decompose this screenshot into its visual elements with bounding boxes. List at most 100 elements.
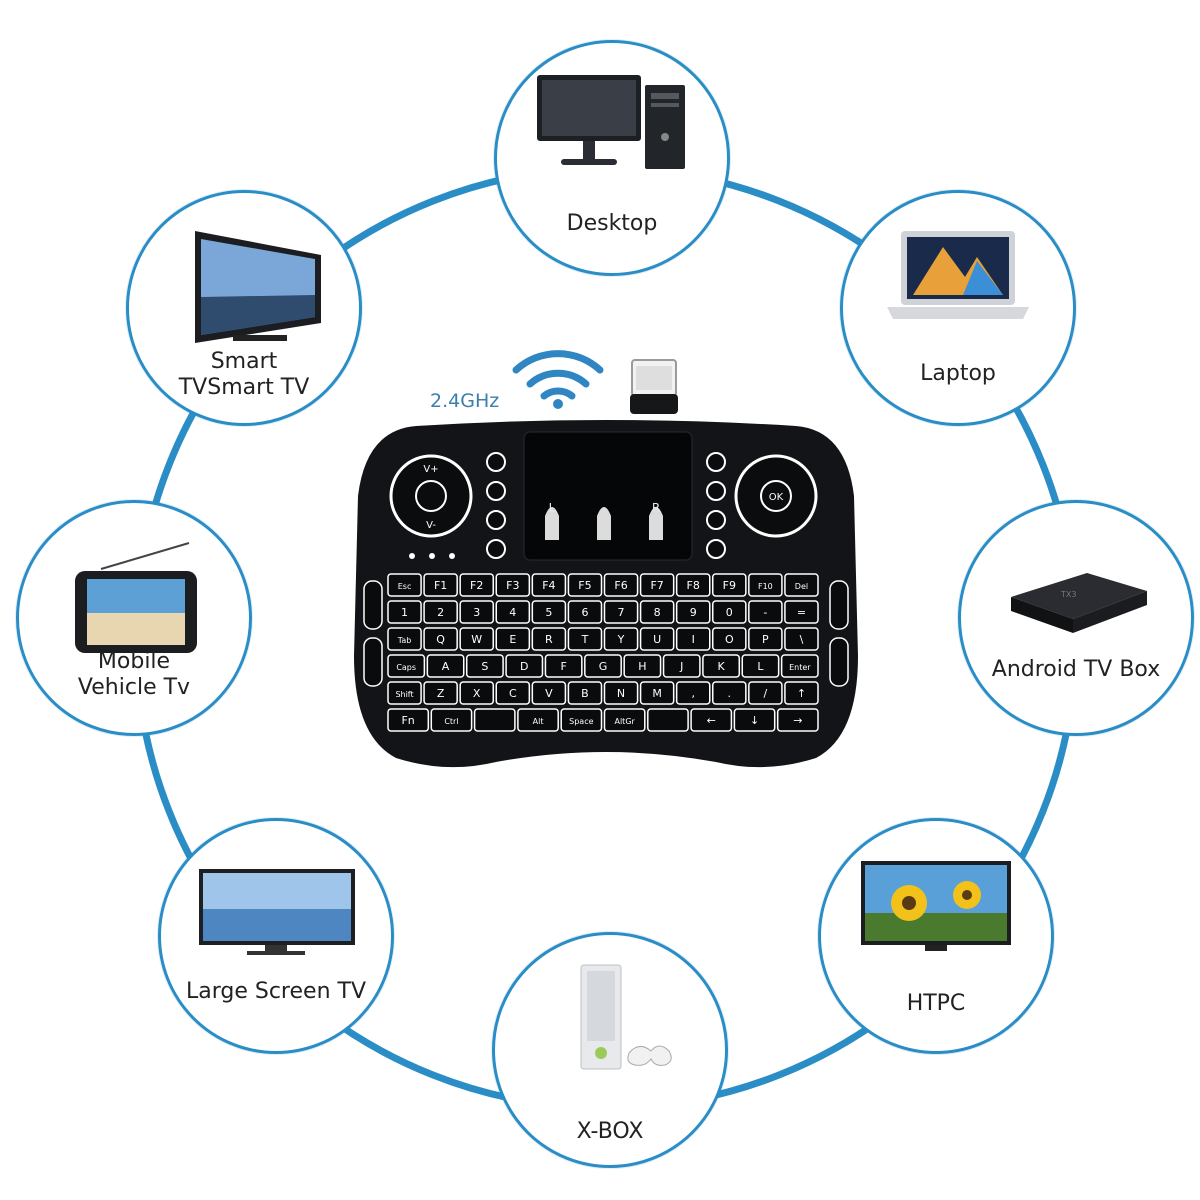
keyboard-key-label: Space xyxy=(569,717,593,726)
media-button xyxy=(706,539,726,559)
smart-tv-icon xyxy=(195,231,321,343)
keyboard-key-label: U xyxy=(653,633,661,646)
media-button xyxy=(486,481,506,501)
keyboard-key-label: M xyxy=(652,687,662,700)
keyboard-key-label: 8 xyxy=(654,606,661,619)
frequency-label: 2.4GHz xyxy=(430,390,500,412)
wifi-icon xyxy=(512,350,604,409)
keyboard-key xyxy=(748,681,783,705)
keyboard-key-label: ↓ xyxy=(750,714,759,727)
keyboard-key-label: Fn xyxy=(401,714,414,727)
keyboard-key xyxy=(517,708,559,732)
keyboard-key xyxy=(387,708,430,732)
media-button xyxy=(486,539,506,559)
keyboard-key xyxy=(712,600,747,624)
volume-label: V- xyxy=(426,520,436,531)
device-mobile-vehicle-tv: Mobile Vehicle Tv xyxy=(16,500,252,736)
keyboard-key xyxy=(423,600,458,624)
keyboard-key xyxy=(459,600,494,624)
keyboard-key xyxy=(567,627,603,651)
device-android-tv-box: TX3 Android TV Box xyxy=(958,500,1194,736)
touchpad-button-label: R xyxy=(652,501,660,515)
left-dpad-center xyxy=(415,480,447,512)
keyboard-key-label: A xyxy=(442,660,450,673)
touchpad xyxy=(523,431,693,561)
keyboard-key-label: ↑ xyxy=(797,687,806,700)
keyboard-key-label: B xyxy=(581,687,589,700)
media-button xyxy=(706,481,726,501)
keyboard-key-label: 2 xyxy=(437,606,444,619)
touch-finger-icon xyxy=(649,507,663,540)
keyboard-key xyxy=(639,681,675,705)
page-down-side-button xyxy=(829,637,849,687)
keyboard-key-label: F6 xyxy=(614,579,627,592)
keyboard-key xyxy=(662,654,701,678)
status-led xyxy=(409,553,415,559)
keyboard-key-label: S xyxy=(481,660,488,673)
keyboard-key xyxy=(733,708,776,732)
keyboard-key xyxy=(531,600,567,624)
keyboard-key-label: W xyxy=(471,633,482,646)
keyboard-key-label: Q xyxy=(436,633,445,646)
keyboard-key-label: C xyxy=(509,687,517,700)
device-xbox-label: X-BOX xyxy=(576,1119,644,1144)
android-tv-box-icon: TX3 xyxy=(1011,573,1147,633)
keyboard-key-label: = xyxy=(797,606,806,619)
keyboard-key xyxy=(603,681,639,705)
keyboard-key-label: \ xyxy=(800,633,804,646)
keyboard-key-label: 4 xyxy=(509,606,516,619)
keyboard-key-label: . xyxy=(728,687,732,700)
keyboard-key xyxy=(495,600,531,624)
keyboard-key-label: I xyxy=(692,633,695,646)
keyboard-key xyxy=(560,708,603,732)
right-dpad-center xyxy=(760,480,792,512)
keyboard-key xyxy=(603,627,639,651)
xbox-console-icon xyxy=(580,964,672,1070)
keyboard-key xyxy=(423,573,458,597)
keyboard-key xyxy=(675,600,711,624)
keyboard-key-label: ← xyxy=(707,714,716,727)
right-mouse-side-button xyxy=(363,637,383,687)
keyboard-key xyxy=(784,600,819,624)
keyboard-key-label: F xyxy=(560,660,566,673)
keyboard-key xyxy=(639,600,675,624)
keyboard-key xyxy=(603,573,639,597)
keyboard-key xyxy=(603,600,639,624)
keyboard-key xyxy=(623,654,662,678)
keyboard-key xyxy=(639,573,675,597)
keyboard-key-label: F9 xyxy=(723,579,736,592)
keyboard-key-label: F3 xyxy=(506,579,519,592)
keyboard-key xyxy=(459,681,494,705)
keyboard-key xyxy=(748,627,783,651)
keyboard-key xyxy=(505,654,544,678)
device-xbox: X-BOX xyxy=(492,932,728,1168)
keyboard-key xyxy=(675,681,711,705)
device-htpc: HTPC xyxy=(818,818,1054,1054)
keyboard-key-label: Enter xyxy=(789,663,811,672)
keyboard-key-label: G xyxy=(599,660,608,673)
keyboard-key-label: T xyxy=(581,633,589,646)
keyboard-key-label: Y xyxy=(617,633,625,646)
keyboard-key-label: H xyxy=(638,660,646,673)
keyboard-key xyxy=(784,681,819,705)
keyboard-key-label: N xyxy=(617,687,625,700)
keyboard-key-label: 6 xyxy=(581,606,588,619)
keyboard-key xyxy=(531,573,567,597)
keyboard-key xyxy=(426,654,465,678)
keyboard-key xyxy=(459,627,494,651)
device-smart-tv-label: Smart TVSmart TV xyxy=(178,349,310,400)
device-large-screen-tv-label: Large Screen TV xyxy=(185,979,366,1004)
keyboard-key xyxy=(495,627,531,651)
keyboard-key-label: - xyxy=(763,606,767,619)
keyboard-key xyxy=(567,600,603,624)
touch-finger-icon xyxy=(597,507,611,540)
keyboard-key-label: F5 xyxy=(578,579,591,592)
keyboard-key-label: Del xyxy=(795,582,808,591)
keyboard-key xyxy=(495,681,531,705)
keyboard-key-label: O xyxy=(725,633,734,646)
keyboard-key xyxy=(675,627,711,651)
keyboard-key xyxy=(567,573,603,597)
keyboard-key xyxy=(387,573,422,597)
keyboard-key xyxy=(776,708,819,732)
